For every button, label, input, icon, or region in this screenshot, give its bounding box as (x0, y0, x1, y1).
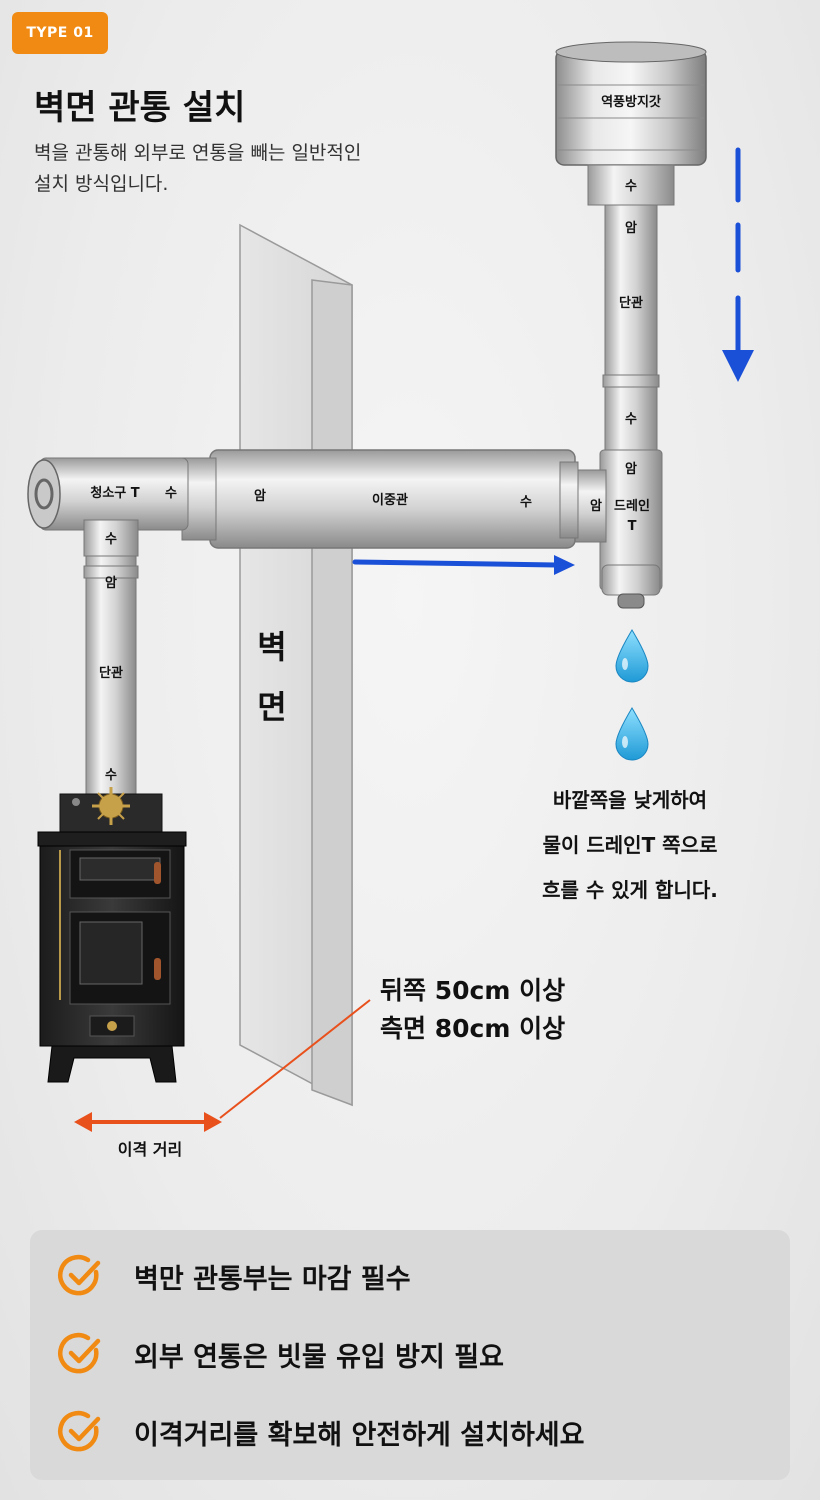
checklist-text: 이격거리를 확보해 안전하게 설치하세요 (134, 1419, 585, 1451)
wall-label-2: 면 (257, 688, 286, 726)
clearance-pointer (74, 999, 371, 1132)
drain-tee: 암 암 드레인 T (571, 449, 663, 609)
cleanout-tee-label: 청소구 T (90, 485, 139, 501)
double-female-label: 암 (254, 488, 266, 504)
page-description: 벽을 관통해 외부로 연통을 빼는 일반적인 설치 방식입니다. (34, 142, 362, 195)
left-male-label: 수 (105, 532, 117, 547)
distance-label: 이격 거리 (117, 1140, 183, 1159)
cap-male-label: 수 (625, 179, 637, 194)
drain-note-line: 흐를 수 있게 합니다. (542, 878, 718, 902)
drain-tee-label-2: T (628, 519, 637, 534)
clearance-side: 측면 80cm 이상 (380, 1014, 566, 1043)
drain-note-line: 바깥쪽을 낮게하여 (552, 788, 708, 812)
wall: 벽 면 (239, 223, 353, 1107)
right-vertical-pipe: 암 단관 수 (602, 204, 660, 451)
check-circle-icon (58, 1254, 101, 1296)
top-female-label: 암 (625, 220, 637, 236)
clearance-rear: 뒤쪽 50cm 이상 (380, 976, 566, 1005)
checklist-item: 이격거리를 확보해 안전하게 설치하세요 (56, 1408, 584, 1456)
check-circle-icon (58, 1410, 101, 1452)
rain-cap: 역풍방지갓 수 (555, 41, 707, 206)
drain-female-top-label: 암 (625, 461, 637, 477)
double-wall-pipe: 암 이중관 수 (181, 449, 579, 549)
page-title: 벽면 관통 설치 (34, 88, 246, 128)
double-pipe-label: 이중관 (372, 492, 408, 508)
rain-cap-label: 역풍방지갓 (601, 94, 661, 110)
checklist-item: 외부 연통은 빗물 유입 방지 필요 (56, 1330, 504, 1378)
drain-female-side-label: 암 (590, 498, 602, 514)
checklist-item: 벽만 관통부는 마감 필수 (56, 1252, 411, 1300)
double-male-label: 수 (520, 495, 532, 510)
flow-arrow-down (722, 147, 754, 382)
left-vertical-pipe: 암 단관 수 (83, 555, 139, 795)
wall-label-1: 벽 (257, 628, 286, 666)
cleanout-tee: 청소구 T 수 수 (27, 457, 189, 557)
drain-note-line: 물이 드레인T 쪽으로 (542, 833, 718, 857)
drain-tee-label-1: 드레인 (614, 498, 650, 514)
checklist-text: 벽만 관통부는 마감 필수 (134, 1263, 411, 1295)
installation-diagram: 벽 면 역풍방지갓 수 암 단관 수 암 (27, 41, 754, 1132)
damper-knob (92, 787, 130, 825)
drain-note: 바깥쪽을 낮게하여 물이 드레인T 쪽으로 흐를 수 있게 합니다. (520, 778, 740, 913)
mid-male-label: 수 (625, 412, 637, 427)
check-circle-icon (58, 1332, 101, 1374)
left-female-label: 암 (105, 575, 117, 591)
wood-stove (37, 787, 187, 1083)
wall-side (311, 279, 353, 1107)
left-single-pipe-label: 단관 (99, 665, 123, 681)
clearance-note: 뒤쪽 50cm 이상 측면 80cm 이상 (380, 972, 640, 1048)
checklist-text: 외부 연통은 빗물 유입 방지 필요 (134, 1341, 504, 1373)
water-drop-icon (615, 629, 649, 683)
stove-male-label: 수 (105, 768, 117, 783)
flow-arrow-right (352, 555, 575, 575)
cleanout-male-label: 수 (165, 486, 177, 501)
top-single-pipe-label: 단관 (619, 295, 643, 311)
checklist-panel: 벽만 관통부는 마감 필수 외부 연통은 빗물 유입 방지 필요 이격거리를 확… (30, 1230, 790, 1480)
type-badge: TYPE 01 (12, 12, 108, 54)
water-drop-icon (615, 707, 649, 761)
